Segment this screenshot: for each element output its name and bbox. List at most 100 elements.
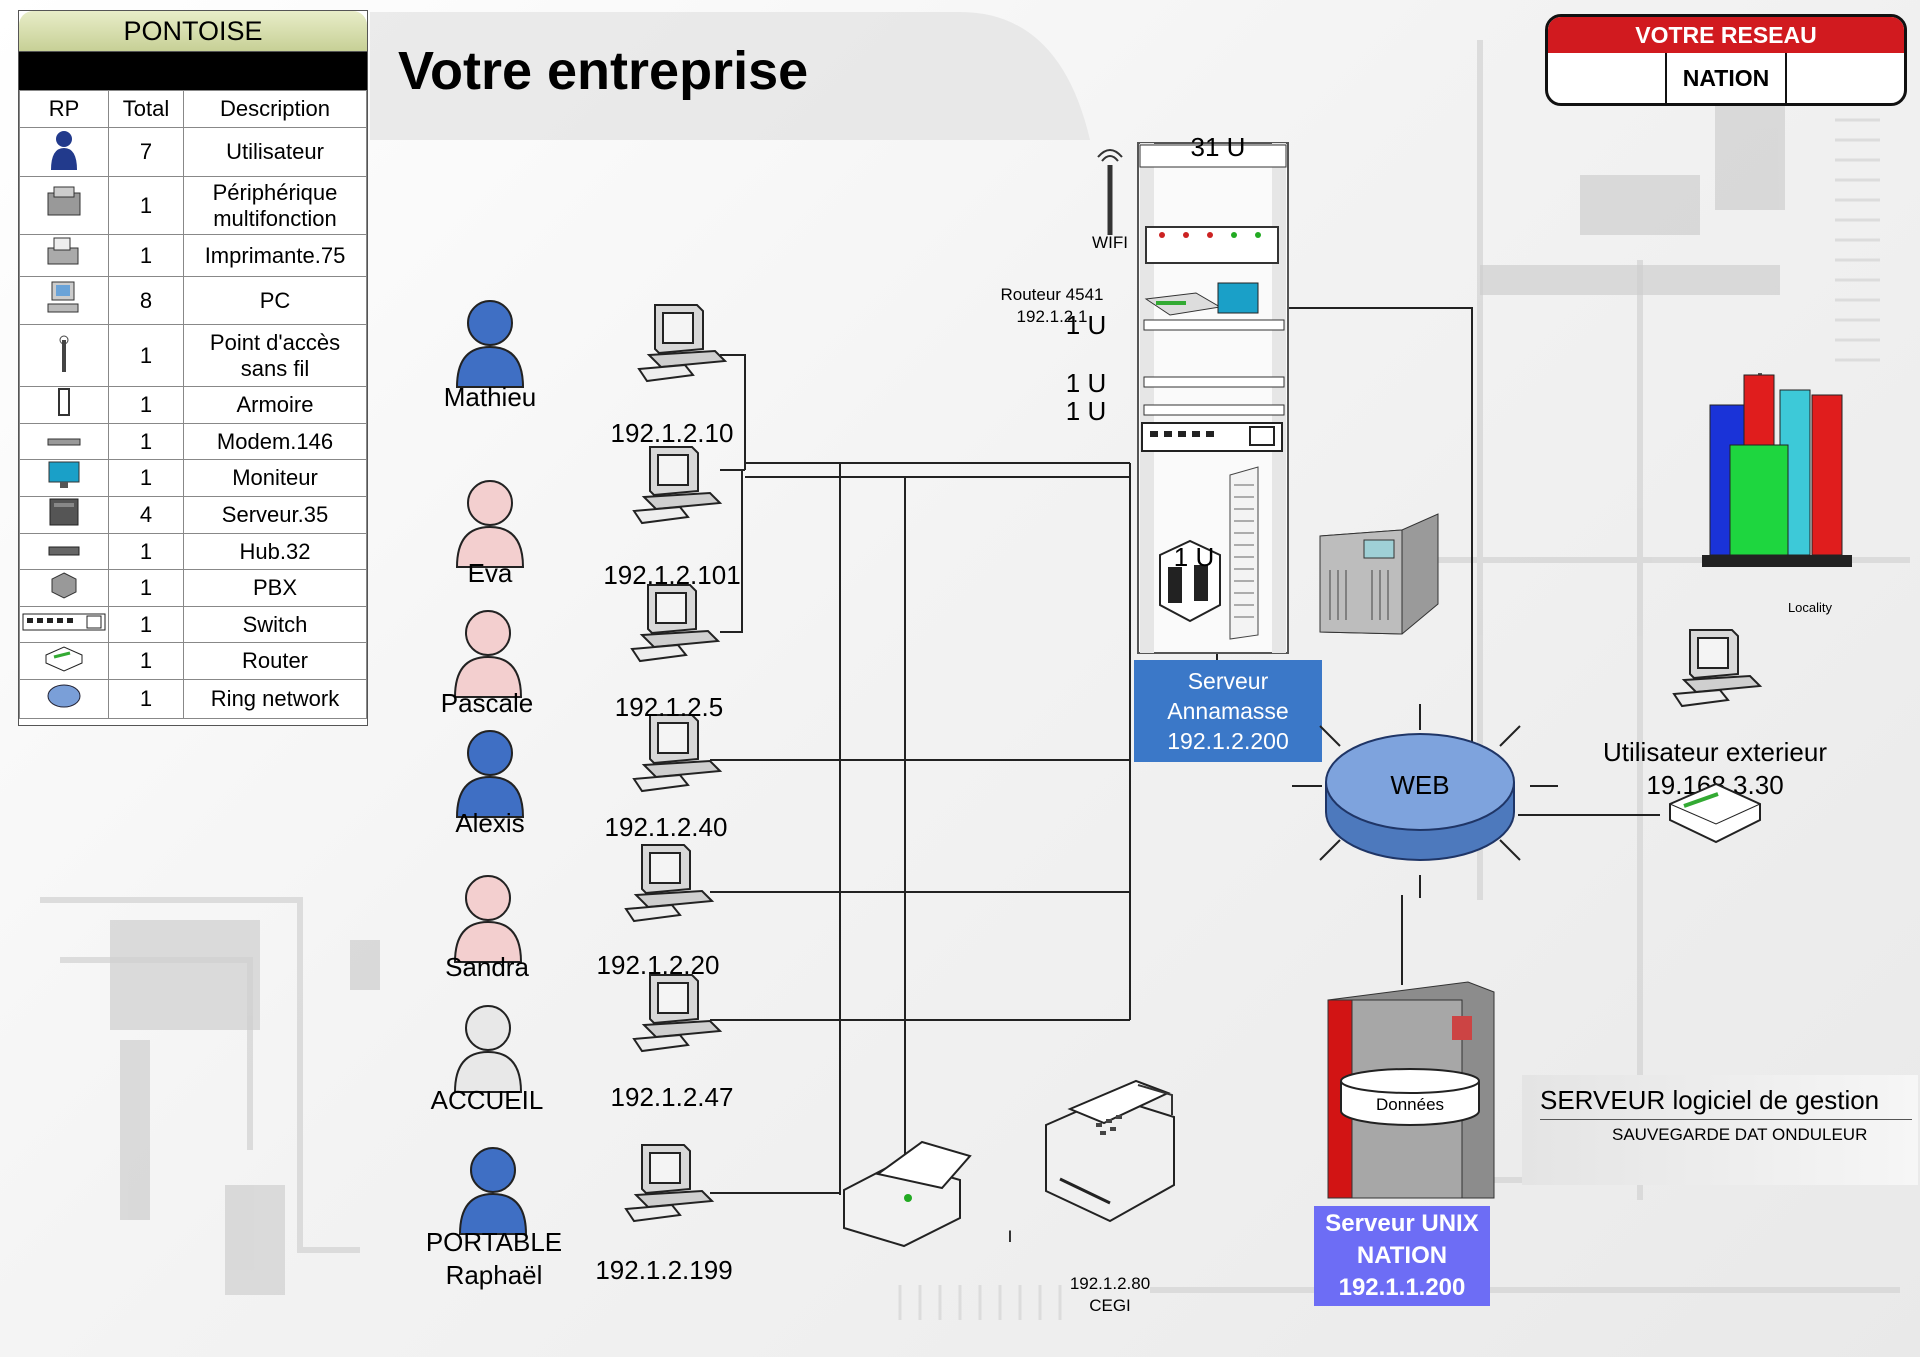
network-box-cell	[1548, 53, 1668, 103]
locality-buildings-icon	[1702, 373, 1852, 567]
hub-icon	[19, 533, 109, 570]
user-icon	[453, 1005, 523, 1093]
server-annamasse-line: Annamasse	[1167, 698, 1289, 724]
server-annamasse-box: Serveur Annamasse 192.1.2.200	[1134, 660, 1322, 762]
pc-icon	[625, 844, 713, 922]
wireless-access-point-icon	[19, 324, 109, 387]
legend-description: Switch	[183, 606, 367, 643]
pc-icon	[625, 1144, 713, 1222]
legend-row: 4 Serveur.35	[19, 496, 367, 534]
legend-header-row: RP Total Description	[19, 90, 367, 128]
management-divider	[1540, 1119, 1912, 1120]
user-name: Mathieu	[443, 382, 537, 412]
server-icon	[1319, 513, 1439, 635]
legend-description: Serveur.35	[183, 496, 367, 534]
user-icon	[453, 875, 523, 963]
printer-icon	[19, 234, 109, 277]
legend-total: 1	[108, 423, 184, 460]
legend-total: 1	[108, 176, 184, 235]
legend-panel: PONTOISE RP Total Description 7 Utilisat…	[18, 10, 368, 726]
pc-icon	[19, 276, 109, 325]
legend-table: RP Total Description 7 Utilisateur 1 Pér…	[19, 90, 367, 719]
legend-description: Ring network	[183, 679, 367, 719]
user-name: Pascale	[440, 688, 534, 718]
management-server-subtitle: SAUVEGARDE DAT ONDULEUR	[1612, 1125, 1868, 1144]
user-icon	[455, 480, 525, 568]
router-icon	[19, 642, 109, 680]
legend-total: 1	[108, 386, 184, 424]
legend-row: 7 Utilisateur	[19, 127, 367, 177]
user-name: PORTABLE Raphaël	[425, 1227, 563, 1290]
legend-description: Modem.146	[183, 423, 367, 460]
legend-description: Point d'accès sans fil	[183, 324, 367, 387]
user-name: Alexis	[455, 808, 525, 838]
unix-server-line: NATION	[1356, 1242, 1448, 1269]
pc-icon	[1673, 629, 1761, 707]
legend-row: 1 Point d'accès sans fil	[19, 324, 367, 387]
user-icon	[19, 127, 109, 177]
user-icon	[453, 610, 523, 698]
rack-unit-label: 1 U	[1065, 396, 1107, 426]
user-icon	[455, 730, 525, 818]
pc-ip-label: 192.1.2.40	[604, 812, 728, 842]
wireless-access-point-icon	[1097, 149, 1123, 235]
legend-total: 1	[108, 642, 184, 680]
wifi-label: WIFI	[1092, 233, 1128, 252]
legend-row: 1 Armoire	[19, 386, 367, 424]
legend-total: 1	[108, 679, 184, 719]
switch-icon	[1141, 422, 1283, 452]
ring-network-icon	[19, 679, 109, 719]
legend-description: Imprimante.75	[183, 234, 367, 277]
network-box-header: VOTRE RESEAU	[1548, 17, 1904, 53]
network-box-site: NATION	[1667, 53, 1787, 103]
legend-row: 1 Ring network	[19, 679, 367, 719]
user-name: Eva	[467, 558, 513, 588]
user-icon	[458, 1147, 528, 1235]
legend-total: 8	[108, 276, 184, 325]
printer-name-label: CEGI	[1089, 1296, 1131, 1315]
rack-height-label: 31 U	[1190, 132, 1246, 162]
pc-icon	[633, 714, 721, 792]
legend-description: Armoire	[183, 386, 367, 424]
legend-total: 1	[108, 533, 184, 570]
cabinet-icon	[19, 386, 109, 424]
management-server-panel: SERVEUR logiciel de gestion SAUVEGARDE D…	[1522, 1075, 1918, 1185]
server-icon	[1229, 466, 1259, 640]
pc-icon	[638, 304, 726, 382]
ring-network-icon	[1292, 704, 1558, 898]
server-annamasse-ip: 192.1.2.200	[1167, 728, 1289, 754]
pc-icon	[633, 974, 721, 1052]
web-label: WEB	[1390, 770, 1450, 800]
legend-description: Périphérique multifonction	[183, 176, 367, 235]
unix-server-ip: 192.1.1.200	[1338, 1274, 1466, 1301]
pc-ip-label: 192.1.2.199	[595, 1255, 733, 1285]
multifunction-device-icon	[19, 176, 109, 235]
database-label: Données	[1375, 1095, 1445, 1114]
rack-cabinet	[1097, 142, 1289, 654]
network-box-row: NATION	[1548, 53, 1904, 103]
external-user-label: Utilisateur exterieur	[1603, 737, 1827, 767]
router-icon	[1669, 782, 1761, 844]
database-icon	[1340, 1068, 1480, 1126]
legend-row: 1 Modem.146	[19, 423, 367, 460]
page-title: Votre entreprise	[398, 41, 809, 101]
legend-description: Router	[183, 642, 367, 680]
legend-total: 7	[108, 127, 184, 177]
printer-ip-label: 192.1.2.80	[1069, 1274, 1151, 1293]
modem-icon	[1145, 226, 1279, 264]
legend-total: 1	[108, 234, 184, 277]
legend-header-description: Description	[183, 90, 367, 128]
user-name: ACCUEIL	[430, 1085, 544, 1115]
pc-ip-label: 192.1.2.5	[614, 692, 724, 722]
legend-header-total: Total	[108, 90, 184, 128]
management-server-title: SERVEUR logiciel de gestion	[1540, 1085, 1880, 1115]
printer-mark: I	[1007, 1227, 1013, 1246]
pc-icon	[633, 446, 721, 524]
printer-icon	[843, 1140, 972, 1248]
legend-total: 1	[108, 459, 184, 497]
legend-description: Utilisateur	[183, 127, 367, 177]
unix-server-line: Serveur UNIX	[1325, 1210, 1479, 1237]
legend-header-rp: RP	[19, 90, 109, 128]
